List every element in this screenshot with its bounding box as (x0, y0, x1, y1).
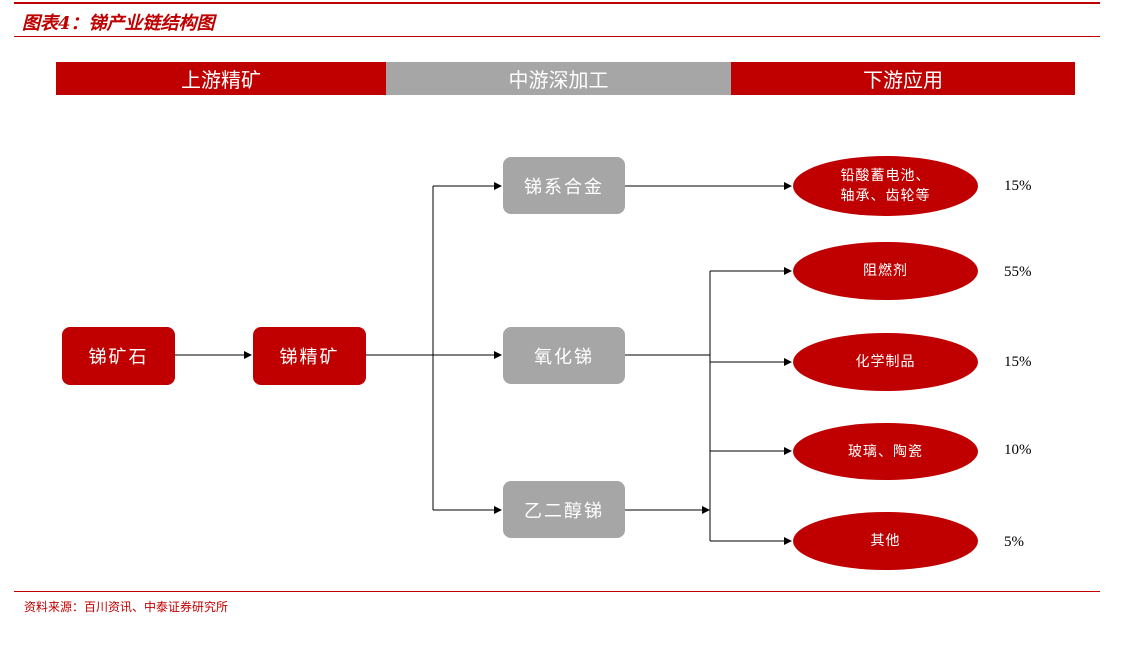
app-other: 其他 (793, 512, 978, 570)
node-antimony-ore: 锑矿石 (62, 327, 175, 385)
share-chemical-products: 15% (1004, 354, 1032, 370)
share-battery: 15% (1004, 178, 1032, 194)
app-chemical-products: 化学制品 (793, 333, 978, 391)
node-ethylene-glycol-antimony: 乙二醇锑 (503, 481, 625, 538)
stage-downstream-header: 下游应用 (731, 62, 1075, 95)
app-label-line2: 轴承、齿轮等 (840, 188, 931, 204)
app-label: 其他 (870, 533, 901, 549)
stage-midstream-header: 中游深加工 (386, 62, 731, 95)
node-antimony-alloy: 锑系合金 (503, 157, 625, 214)
title-rule (14, 36, 1100, 37)
app-glass-ceramics: 玻璃、陶瓷 (793, 423, 978, 480)
bottom-rule (14, 591, 1100, 592)
top-rule (14, 2, 1100, 4)
app-label: 玻璃、陶瓷 (848, 443, 923, 460)
source-note: 资料来源：百川资讯、中泰证券研究所 (24, 600, 229, 614)
node-antimony-oxide: 氧化锑 (503, 327, 625, 384)
app-flame-retardant: 阻燃剂 (793, 242, 978, 300)
node-antimony-concentrate: 锑精矿 (253, 327, 366, 385)
app-battery-bearing-gear: 铅酸蓄电池、 轴承、齿轮等 (793, 156, 978, 216)
share-glass-ceramics: 10% (1004, 442, 1032, 458)
stage-upstream-header: 上游精矿 (56, 62, 386, 95)
app-label-line1: 铅酸蓄电池、 (840, 168, 931, 184)
share-other: 5% (1004, 534, 1024, 550)
share-flame-retardant: 55% (1004, 264, 1032, 280)
app-label: 化学制品 (855, 354, 916, 370)
app-label: 阻燃剂 (863, 263, 908, 279)
figure-title: 图表4：锑产业链结构图 (22, 13, 215, 34)
